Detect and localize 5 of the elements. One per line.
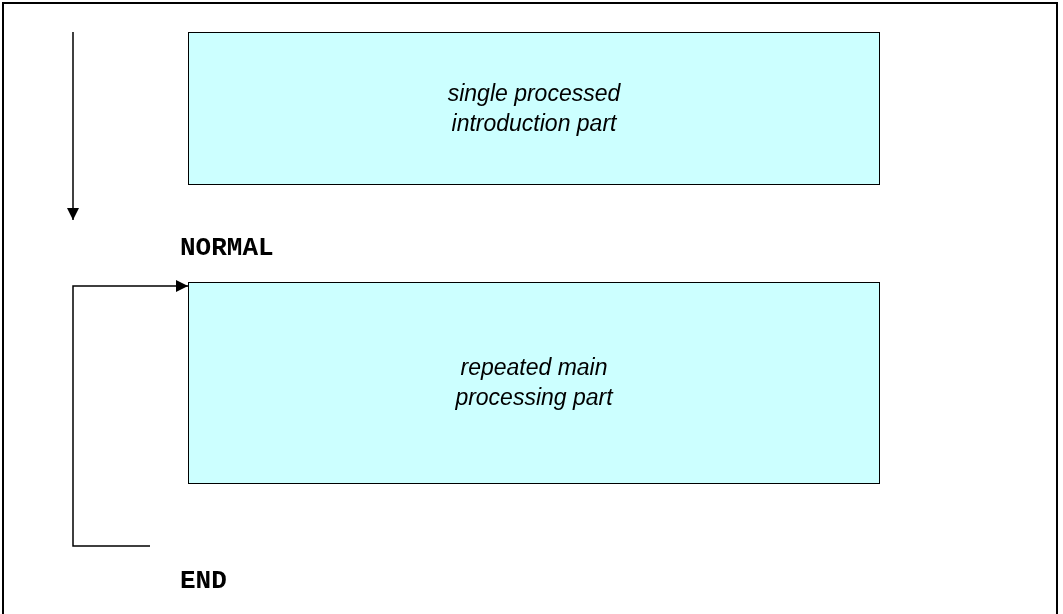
loop-arrow <box>72 280 189 547</box>
state-label: END <box>150 546 270 596</box>
process-box: single processed introduction part <box>188 32 880 185</box>
state-label: NORMAL <box>180 230 380 266</box>
process-box: repeated main processing part <box>188 282 880 484</box>
